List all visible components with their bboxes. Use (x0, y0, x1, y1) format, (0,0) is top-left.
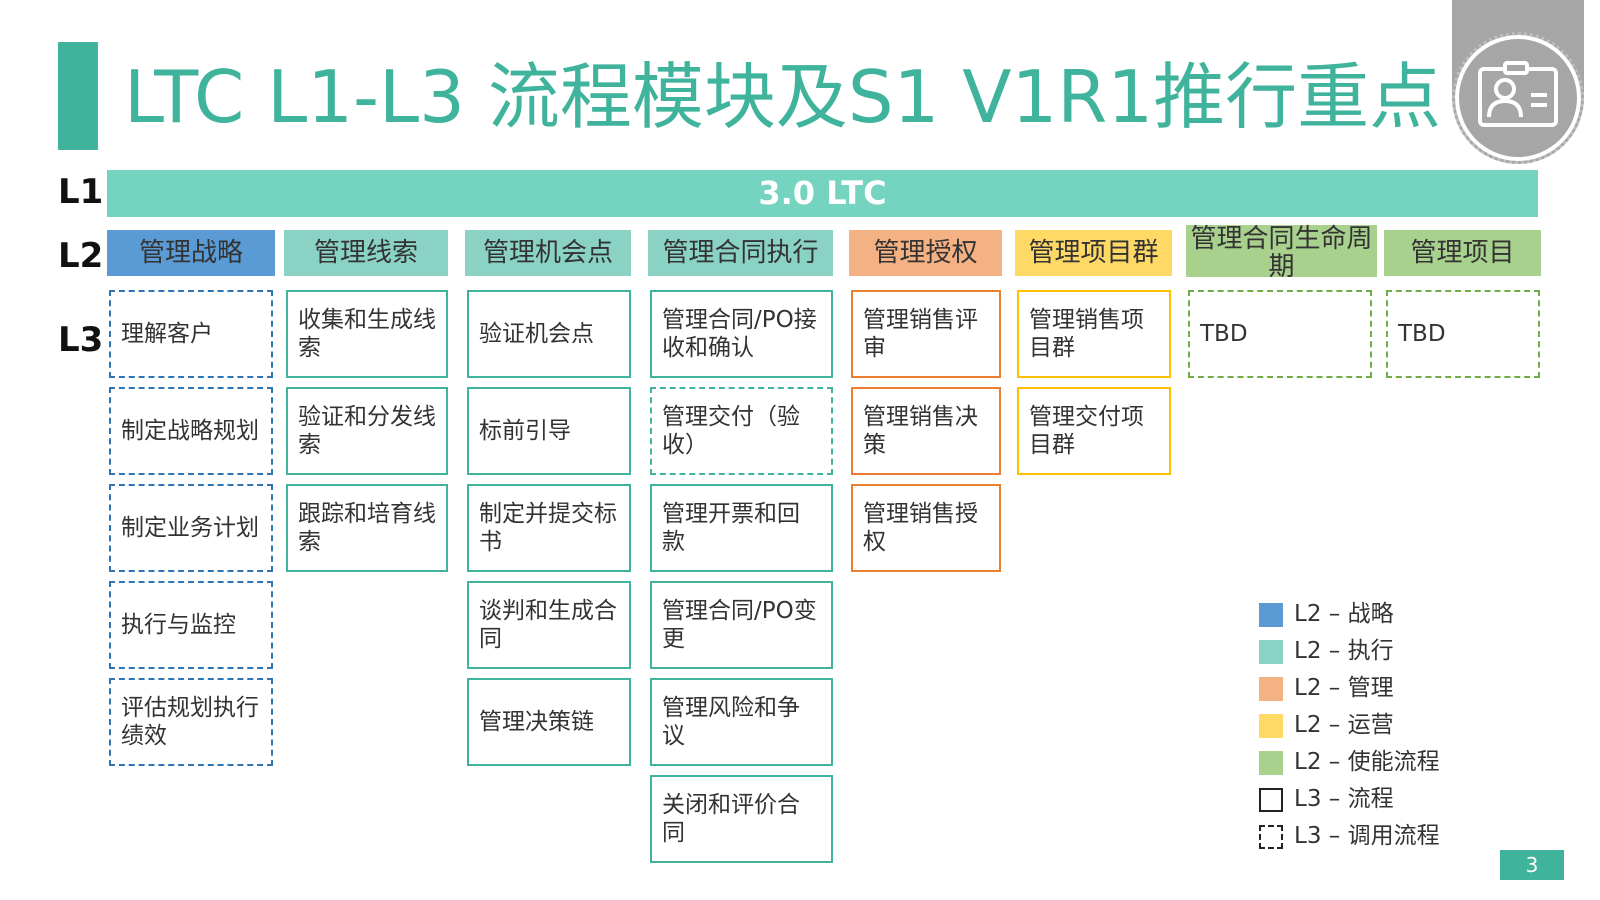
level-label-l2: L2 (58, 236, 104, 276)
l2-header-7: 管理项目 (1384, 230, 1541, 276)
legend-label: L3 – 流程 (1294, 786, 1394, 812)
legend-swatch (1259, 640, 1283, 664)
level-label-l3: L3 (58, 320, 104, 360)
l2-header-2: 管理机会点 (465, 230, 631, 276)
l1-ltc-bar: 3.0 LTC (107, 170, 1538, 217)
l2-header-3: 管理合同执行 (648, 230, 833, 276)
legend-label: L3 – 调用流程 (1294, 823, 1440, 849)
l2-header-6: 管理合同生命周期 (1186, 225, 1377, 281)
legend-label: L2 – 运营 (1294, 712, 1394, 738)
l3-process-box: 管理合同/PO接收和确认 (650, 290, 833, 378)
l3-process-box: 收集和生成线索 (286, 290, 448, 378)
legend-label: L2 – 管理 (1294, 675, 1394, 701)
page-number: 3 (1500, 850, 1564, 880)
legend-label: L2 – 战略 (1294, 601, 1394, 627)
l3-process-box: 谈判和生成合同 (467, 581, 631, 669)
l2-header-5: 管理项目群 (1015, 230, 1172, 276)
l3-process-box: 制定并提交标书 (467, 484, 631, 572)
l3-process-box: 管理开票和回款 (650, 484, 833, 572)
l3-process-box: 管理决策链 (467, 678, 631, 766)
l3-process-box: 验证机会点 (467, 290, 631, 378)
l2-header-1: 管理线索 (284, 230, 448, 276)
l3-process-box: TBD (1188, 290, 1372, 378)
l3-process-box: 管理销售授权 (851, 484, 1001, 572)
title-accent-bar (58, 42, 98, 150)
l3-process-box: 管理风险和争议 (650, 678, 833, 766)
l3-process-box: TBD (1386, 290, 1540, 378)
l3-process-box: 标前引导 (467, 387, 631, 475)
legend-label: L2 – 使能流程 (1294, 749, 1440, 775)
legend-label: L2 – 执行 (1294, 638, 1394, 664)
l3-process-box: 管理销售项目群 (1017, 290, 1171, 378)
legend-swatch (1259, 788, 1283, 812)
l3-process-box: 关闭和评价合同 (650, 775, 833, 863)
legend-swatch (1259, 751, 1283, 775)
l3-process-box: 管理合同/PO变更 (650, 581, 833, 669)
l3-process-box: 管理销售决策 (851, 387, 1001, 475)
l3-process-box: 制定业务计划 (109, 484, 273, 572)
legend-swatch (1259, 714, 1283, 738)
l3-process-box: 管理销售评审 (851, 290, 1001, 378)
level-label-l1: L1 (58, 172, 104, 212)
legend-swatch (1259, 603, 1283, 627)
l2-header-0: 管理战略 (107, 230, 275, 276)
page-title: LTC L1-L3 流程模块及S1 V1R1推行重点 (124, 55, 1442, 139)
l3-process-box: 理解客户 (109, 290, 273, 378)
legend-swatch (1259, 825, 1283, 849)
l3-process-box: 评估规划执行绩效 (109, 678, 273, 766)
l3-process-box: 管理交付（验收） (650, 387, 833, 475)
id-card-icon (1452, 32, 1584, 164)
l2-header-4: 管理授权 (849, 230, 1002, 276)
l3-process-box: 跟踪和培育线索 (286, 484, 448, 572)
l3-process-box: 执行与监控 (109, 581, 273, 669)
l3-process-box: 验证和分发线索 (286, 387, 448, 475)
legend-swatch (1259, 677, 1283, 701)
l3-process-box: 管理交付项目群 (1017, 387, 1171, 475)
l3-process-box: 制定战略规划 (109, 387, 273, 475)
